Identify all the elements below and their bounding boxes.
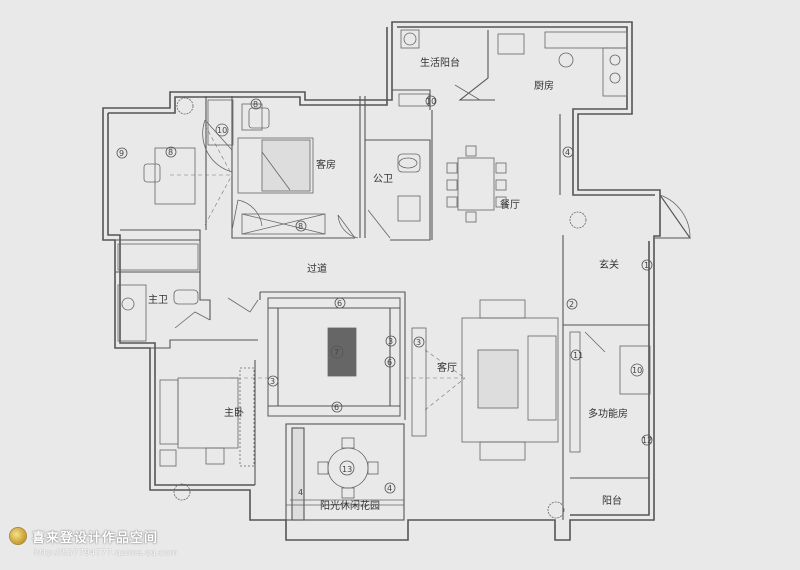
watermark-title: 喜来登设计作品空间 xyxy=(32,530,159,546)
marker-number: 10 xyxy=(217,126,227,135)
inner-walls xyxy=(115,30,692,521)
view-lines xyxy=(170,124,466,411)
room-label: 客房 xyxy=(316,158,336,171)
watermark: 喜来登设计作品空间 xyxy=(10,527,159,546)
marker-number: 1 xyxy=(644,261,649,270)
room-label: 多功能房 xyxy=(588,407,628,420)
marker-number: 3 xyxy=(416,338,421,347)
furniture xyxy=(117,29,651,519)
door-swings xyxy=(174,84,691,353)
room-label: 主卫 xyxy=(148,294,168,306)
room-label: 主卧 xyxy=(224,406,244,419)
marker-number: 12 xyxy=(642,436,652,445)
marker-number: 6 xyxy=(387,358,392,367)
marker-number: 4 xyxy=(387,484,392,493)
marker-number: 3 xyxy=(270,377,275,386)
marker-number: 4 xyxy=(565,148,570,157)
outer-walls xyxy=(102,21,661,541)
marker-number: 10 xyxy=(426,97,436,106)
room-label: 生活阳台 xyxy=(420,56,460,69)
callout-numbers: 1 2 3 3 3 4 4 4 6 6 6 7 8 8 8 9 10 10 10… xyxy=(119,97,652,497)
marker-number: 8 xyxy=(298,222,303,231)
room-labels: 生活阳台 厨房 客房 公卫 餐厅 玄关 过道 主卫 主卧 客厅 多功能房 阳光休… xyxy=(148,56,628,512)
marker-number: 11 xyxy=(573,351,583,360)
watermark-url: http://537794777.qzone.qq.com xyxy=(34,548,178,557)
room-label: 厨房 xyxy=(534,79,554,92)
marker-number: 6 xyxy=(337,299,342,308)
marker-number: 3 xyxy=(388,337,393,346)
marker-number: 4 xyxy=(298,488,303,497)
room-label: 公卫 xyxy=(373,174,393,185)
room-label: 阳台 xyxy=(602,494,622,507)
room-label: 过道 xyxy=(307,262,327,275)
marker-number: 9 xyxy=(119,149,124,158)
marker-number: 7 xyxy=(334,348,339,357)
room-label: 餐厅 xyxy=(500,198,520,211)
marker-number: 2 xyxy=(569,300,574,309)
marker-number: 6 xyxy=(334,403,339,412)
marker-number: 10 xyxy=(632,366,642,375)
room-label: 阳光休闲花园 xyxy=(320,499,380,512)
room-label: 玄关 xyxy=(599,258,619,271)
studio-logo-icon xyxy=(10,528,26,544)
callout-markers xyxy=(116,95,653,494)
room-label: 客厅 xyxy=(437,361,457,374)
marker-number: 8 xyxy=(253,100,258,109)
marker-number: 13 xyxy=(342,465,352,474)
marker-number: 8 xyxy=(168,148,173,157)
